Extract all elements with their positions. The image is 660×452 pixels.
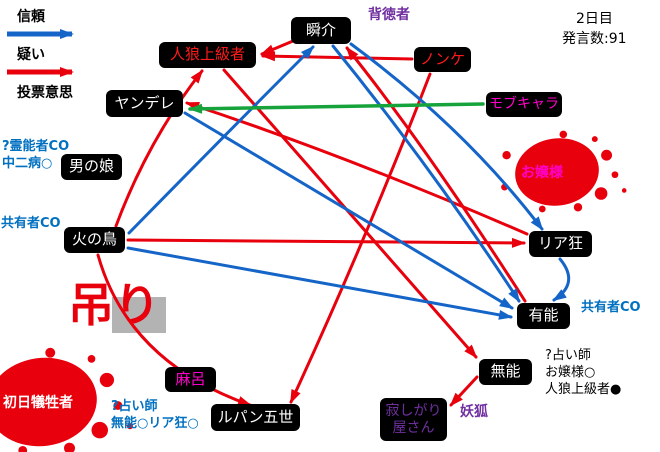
node-yandere: ヤンデレ [106, 90, 183, 117]
legend-arrow-doubt [7, 67, 74, 77]
arrow-doubt-hi-no-tori-to-lupin-gosei [96, 253, 252, 407]
annotation-tsuri: 吊り [68, 278, 160, 332]
node-munou: 無能 [479, 359, 532, 385]
annotation-kyouyuusha-co-right: 共有者CO [581, 300, 641, 315]
arrow-doubt-munou-to-sabishigariya-san [449, 375, 479, 407]
node-ojousama: お嬢様 [521, 165, 563, 181]
arrow-doubt-hi-no-tori-to-ria-kyou [126, 237, 526, 248]
legend-arrow-trust [7, 29, 74, 39]
speech-count-label: 発言数:91 [562, 31, 627, 47]
node-shunsuke: 瞬介 [291, 17, 351, 44]
arrow-trust-hi-no-tori-to-yuunou [126, 246, 513, 320]
node-sabishigariya-san: 寂しがり 屋さん [380, 398, 447, 441]
node-youko: 妖狐 [460, 404, 488, 420]
censor-gray-box [112, 297, 166, 333]
blood-splat-ojousama [501, 130, 627, 213]
arrow-trust-ria-kyou-to-yuunou [552, 257, 571, 302]
node-nonke: ノンケ [414, 47, 471, 72]
blood-splat-shonichi-giseisha [0, 347, 134, 452]
node-shonichi-giseisha: 初日犠牲者 [3, 395, 73, 411]
node-ria-kyou: リア狂 [529, 231, 592, 257]
arrow-doubt-jinrou-joukyuusha-to-munou [222, 68, 478, 359]
arrow-trust-yandere-to-yuunou [183, 111, 514, 310]
arrow-doubt-ria-kyou-to-yandere [185, 101, 529, 236]
node-mob-chara: モブキャラ [486, 92, 562, 117]
arrow-doubt-nonke-to-jinrou-joukyuusha [261, 51, 414, 62]
legend-label-doubt: 疑い [17, 47, 45, 63]
day-label: 2日目 [576, 11, 613, 27]
day-info: 2日目 発言数:91 [562, 8, 627, 48]
legend-label-vote: 投票意思 [17, 85, 73, 101]
node-haitokusha: 背徳者 [368, 7, 410, 23]
arrow-vote-mob-chara-to-yandere [188, 102, 485, 114]
node-jinrou-joukyuusha: 人狼上級者 [159, 42, 256, 68]
node-yuunou: 有能 [517, 303, 570, 329]
legend: 信頼疑い投票意思 [4, 6, 88, 102]
arrow-doubt-nonke-to-lupin-gosei [289, 72, 432, 404]
arrow-trust-shunsuke-to-yuunou [331, 44, 521, 303]
annotation-uranaishi-right: ?占い師 お嬢様○ 人狼上級者● [545, 348, 622, 397]
annotation-kyouyuusha-co-left: 共有者CO [1, 216, 61, 231]
node-otoko-no-ko: 男の娘 [61, 154, 122, 180]
node-lupin-gosei: ルパン五世 [211, 404, 300, 431]
arrow-doubt-hi-no-tori-to-jinrou-joukyuusha [114, 69, 204, 228]
arrow-trust-hi-no-tori-to-shunsuke [127, 45, 315, 235]
arrow-doubt-yuunou-to-shunsuke [345, 46, 527, 303]
annotation-reinousha-co: ?霊能者CO 中二病○ [2, 139, 70, 171]
legend-label-trust: 信頼 [17, 9, 45, 25]
arrow-trust-shunsuke-to-ria-kyou [349, 42, 544, 231]
node-maro: 麻呂 [165, 367, 216, 392]
arrow-doubt-shunsuke-to-jinrou-joukyuusha [260, 39, 295, 56]
annotation-uranaishi-left: ?占い師 無能○リア狂○ [111, 399, 199, 431]
node-hi-no-tori: 火の鳥 [64, 227, 125, 253]
